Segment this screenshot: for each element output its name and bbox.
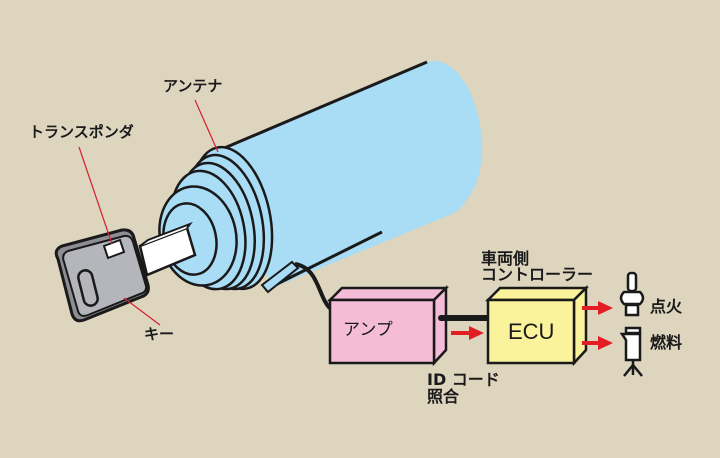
- antenna-label: アンテナ: [163, 77, 223, 95]
- id-code-arrow: [451, 326, 484, 340]
- antenna-cable: [294, 262, 334, 312]
- transponder-leader: [78, 146, 113, 245]
- fuel-injector-icon: [619, 326, 643, 377]
- vehicle-controller-label-line1: 車両側: [481, 249, 530, 268]
- ignition-label: 点火: [650, 297, 683, 316]
- ignition-arrow: [582, 301, 613, 315]
- ecu-box-label: ECU: [508, 319, 555, 344]
- vehicle-controller-label-line2: コントローラー: [481, 265, 594, 284]
- antenna-cylinder: [158, 60, 483, 294]
- id-code-label-line1: ID コード: [427, 370, 500, 389]
- fuel-arrow: [582, 336, 613, 350]
- id-code-label-line2: 照合: [427, 387, 460, 406]
- key-label: キー: [144, 325, 175, 343]
- spark-plug-icon: [619, 271, 645, 317]
- amp-box-shape: [326, 284, 450, 367]
- key-blade: [138, 221, 197, 277]
- antenna-leader: [194, 99, 219, 153]
- transponder-chip: [102, 238, 126, 260]
- transponder-label: トランスポンダ: [29, 123, 134, 141]
- key-head: [54, 228, 150, 323]
- key-leader: [123, 297, 161, 326]
- fuel-label: 燃料: [650, 333, 683, 352]
- amp-box-label: アンプ: [343, 320, 393, 340]
